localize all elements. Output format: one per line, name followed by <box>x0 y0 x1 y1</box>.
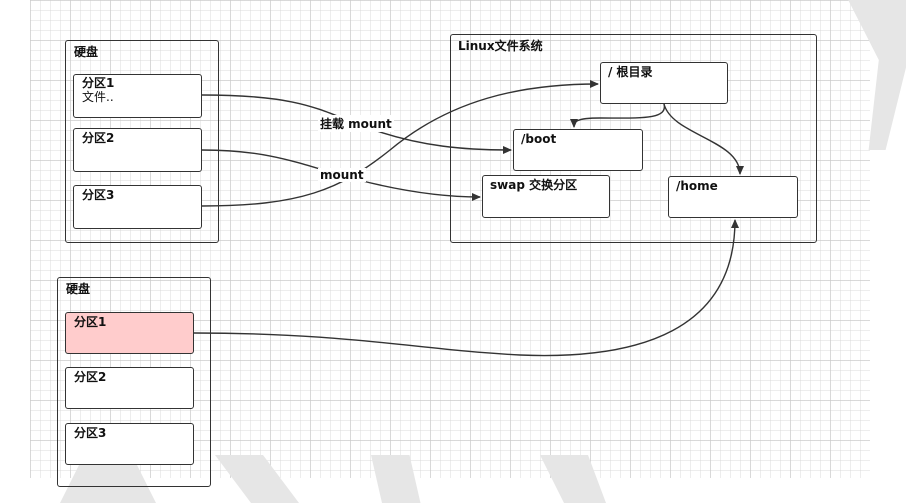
disk-top-partition-3[interactable] <box>73 185 202 229</box>
disk-bottom-container <box>57 277 211 487</box>
node-swap-label: swap 交换分区 <box>490 178 578 192</box>
node-home[interactable] <box>668 176 798 218</box>
edge-label-mount: mount <box>318 168 366 182</box>
node-home-label: /home <box>676 179 718 193</box>
node-root[interactable] <box>600 62 728 104</box>
disk-top-partition-1-note: 文件.. <box>82 90 114 104</box>
disk-top-partition-3-label: 分区3 <box>82 188 115 202</box>
disk-bottom-partition-1-label: 分区1 <box>74 315 107 329</box>
disk-top-partition-2-label: 分区2 <box>82 131 115 145</box>
disk-top-partition-2[interactable] <box>73 128 202 172</box>
node-boot-label: /boot <box>521 132 557 146</box>
disk-bottom-partition-1[interactable] <box>65 312 194 354</box>
disk-bottom-partition-2[interactable] <box>65 367 194 409</box>
disk-top-title: 硬盘 <box>74 45 99 59</box>
edge-label-mount-cn: 挂载 mount <box>318 115 394 132</box>
disk-top-partition-1[interactable] <box>73 74 202 118</box>
disk-bottom-partition-3-label: 分区3 <box>74 426 107 440</box>
linux-fs-title: Linux文件系统 <box>458 39 543 53</box>
disk-bottom-title: 硬盘 <box>66 282 91 296</box>
disk-bottom-partition-3[interactable] <box>65 423 194 465</box>
disk-bottom-partition-2-label: 分区2 <box>74 370 107 384</box>
disk-top-partition-1-label: 分区1 <box>82 76 115 90</box>
node-root-label: / 根目录 <box>608 65 653 79</box>
